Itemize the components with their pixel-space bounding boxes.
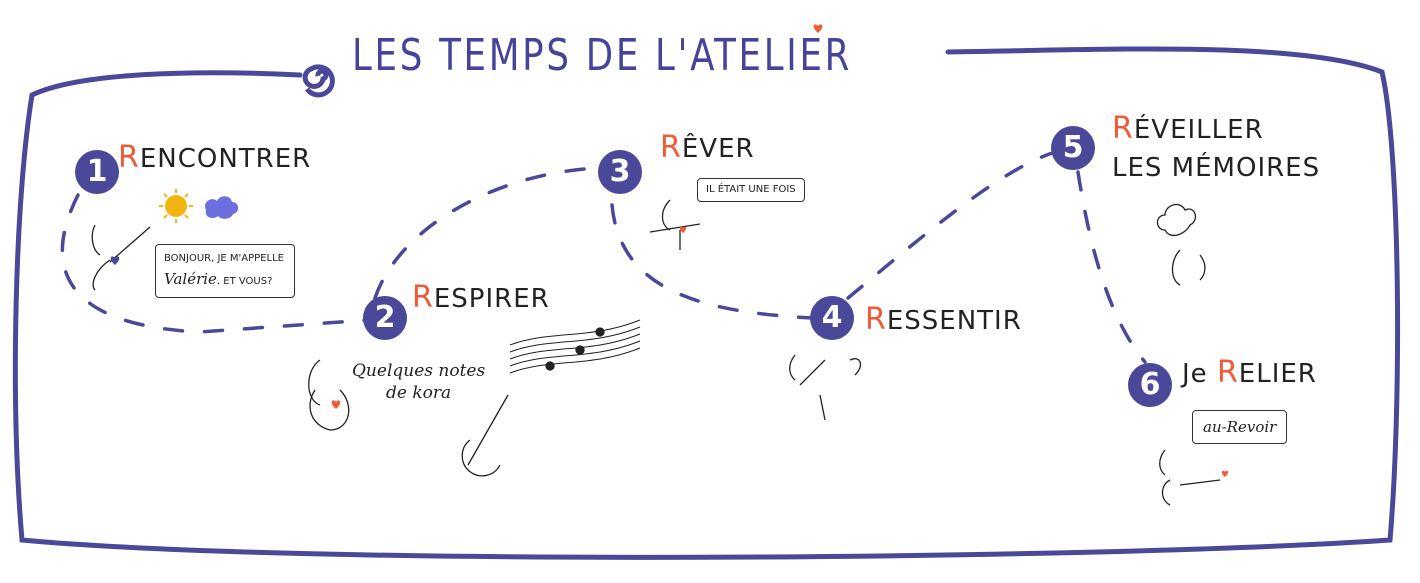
step-2-note-line2: de kora bbox=[386, 383, 452, 404]
step-4-badge: 4 bbox=[810, 296, 854, 340]
heart-icon bbox=[813, 24, 823, 33]
step-6-badge: 6 bbox=[1128, 363, 1172, 407]
speech-bubble-step-1: BONJOUR, JE M'APPELLE Valérie. ET VOUS? bbox=[155, 244, 295, 298]
step-4-label: RESSENTIR bbox=[865, 302, 1022, 337]
step-4-rest: ESSENTIR bbox=[886, 306, 1022, 336]
bubble-step-1-line2: . ET VOUS? bbox=[216, 276, 273, 287]
speech-bubble-step-3: IL ÉTAIT UNE FOIS bbox=[697, 178, 805, 202]
step-3-rest: ÊVER bbox=[681, 134, 755, 164]
step-5-label: RÉVEILLER LES MÉMOIRES bbox=[1112, 110, 1320, 187]
step-2-note-line1: Quelques notes bbox=[352, 361, 486, 381]
bubble-step-1-line1: BONJOUR, JE M'APPELLE bbox=[164, 253, 284, 264]
bubble-step-1-name: Valérie bbox=[164, 270, 217, 288]
step-6-rest: ELIER bbox=[1238, 359, 1317, 389]
cloud-icon bbox=[205, 196, 239, 219]
step-5-badge: 5 bbox=[1051, 126, 1095, 170]
spiral-icon bbox=[302, 64, 335, 98]
step-1-label: RENCONTRER bbox=[118, 140, 311, 175]
person-sketches bbox=[91, 199, 1221, 506]
heart-icon bbox=[1221, 470, 1229, 477]
step-6-initial: R bbox=[1216, 355, 1239, 390]
step-2-label: RESPIRER bbox=[412, 280, 550, 315]
heart-icon bbox=[110, 256, 120, 265]
step-5-rest: ÉVEILLER bbox=[1133, 115, 1264, 145]
speech-bubble-step-6: au-Revoir bbox=[1192, 410, 1288, 444]
step-1-rest: ENCONTRER bbox=[139, 144, 312, 174]
step-6-prefix: Je bbox=[1182, 359, 1217, 389]
dashed-path bbox=[60, 150, 1147, 364]
step-6-label: Je RELIER bbox=[1182, 355, 1317, 390]
step-3-initial: R bbox=[660, 130, 682, 165]
page-title: LES TEMPS DE L'ATELIER bbox=[352, 30, 853, 81]
step-3-label: RÊVER bbox=[660, 130, 755, 165]
step-5-line2: LES MÉMOIRES bbox=[1112, 153, 1321, 183]
step-4-initial: R bbox=[865, 302, 887, 337]
step-2-badge: 2 bbox=[363, 296, 407, 340]
step-1-initial: R bbox=[118, 140, 140, 175]
heart-icon bbox=[679, 226, 687, 233]
step-2-initial: R bbox=[412, 280, 434, 315]
step-1-badge: 1 bbox=[75, 150, 119, 194]
frame-border bbox=[12, 46, 1401, 560]
step-5-initial: R bbox=[1112, 111, 1134, 146]
step-2-note: Quelques notes de kora bbox=[352, 360, 485, 404]
step-3-badge: 3 bbox=[598, 150, 642, 194]
heart-icon bbox=[331, 400, 341, 409]
sun-icon bbox=[159, 189, 193, 223]
step-2-rest: ESPIRER bbox=[433, 284, 550, 314]
